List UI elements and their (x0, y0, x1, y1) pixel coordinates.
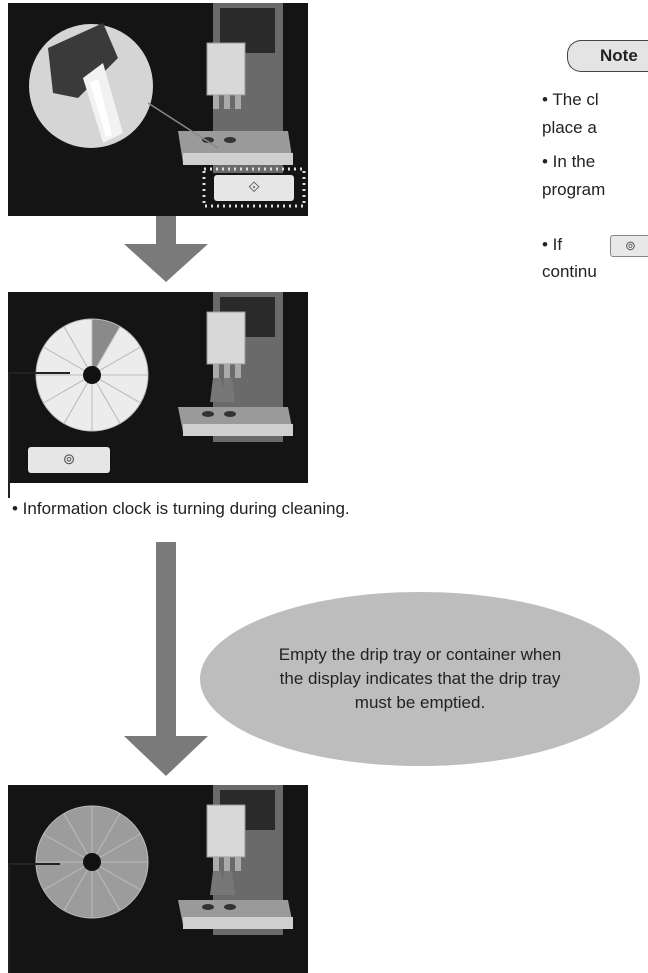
stop-icon: ⊚ (63, 451, 76, 468)
clock-center (83, 853, 101, 871)
note-stop-button: ⊚ (610, 235, 648, 257)
stop-button[interactable]: ⊚ (28, 447, 110, 473)
step-3-illustration (8, 785, 308, 973)
final-leader-tick (8, 863, 60, 865)
note-line-5: • If (542, 235, 562, 255)
down-arrow-1 (124, 216, 208, 282)
final-leader-line (8, 863, 10, 973)
stop-icon: ⊚ (625, 238, 636, 253)
start-icon: ⟐ (248, 179, 260, 196)
caption-leader-line (8, 372, 10, 498)
drip-tray-info-text: Empty the drip tray or container when th… (275, 643, 565, 715)
drip-tray-info-bubble: Empty the drip tray or container when th… (200, 592, 640, 766)
information-clock-complete (36, 806, 148, 918)
note-line-1: • The cl (542, 90, 599, 110)
note-label: Note (567, 40, 648, 72)
note-line-6: continu (542, 262, 597, 282)
step-2-illustration: ⊚ (8, 292, 308, 483)
step-1-illustration: ⟐ (8, 3, 308, 216)
down-arrow-2 (124, 542, 208, 776)
clock-caption: • Information clock is turning during cl… (12, 499, 350, 519)
note-line-2: place a (542, 118, 597, 138)
information-clock (36, 319, 148, 431)
caption-leader-tick (8, 372, 70, 374)
clock-center (83, 366, 101, 384)
start-button[interactable]: ⟐ (214, 175, 294, 201)
note-line-3: • In the (542, 152, 595, 172)
note-line-4: program (542, 180, 605, 200)
